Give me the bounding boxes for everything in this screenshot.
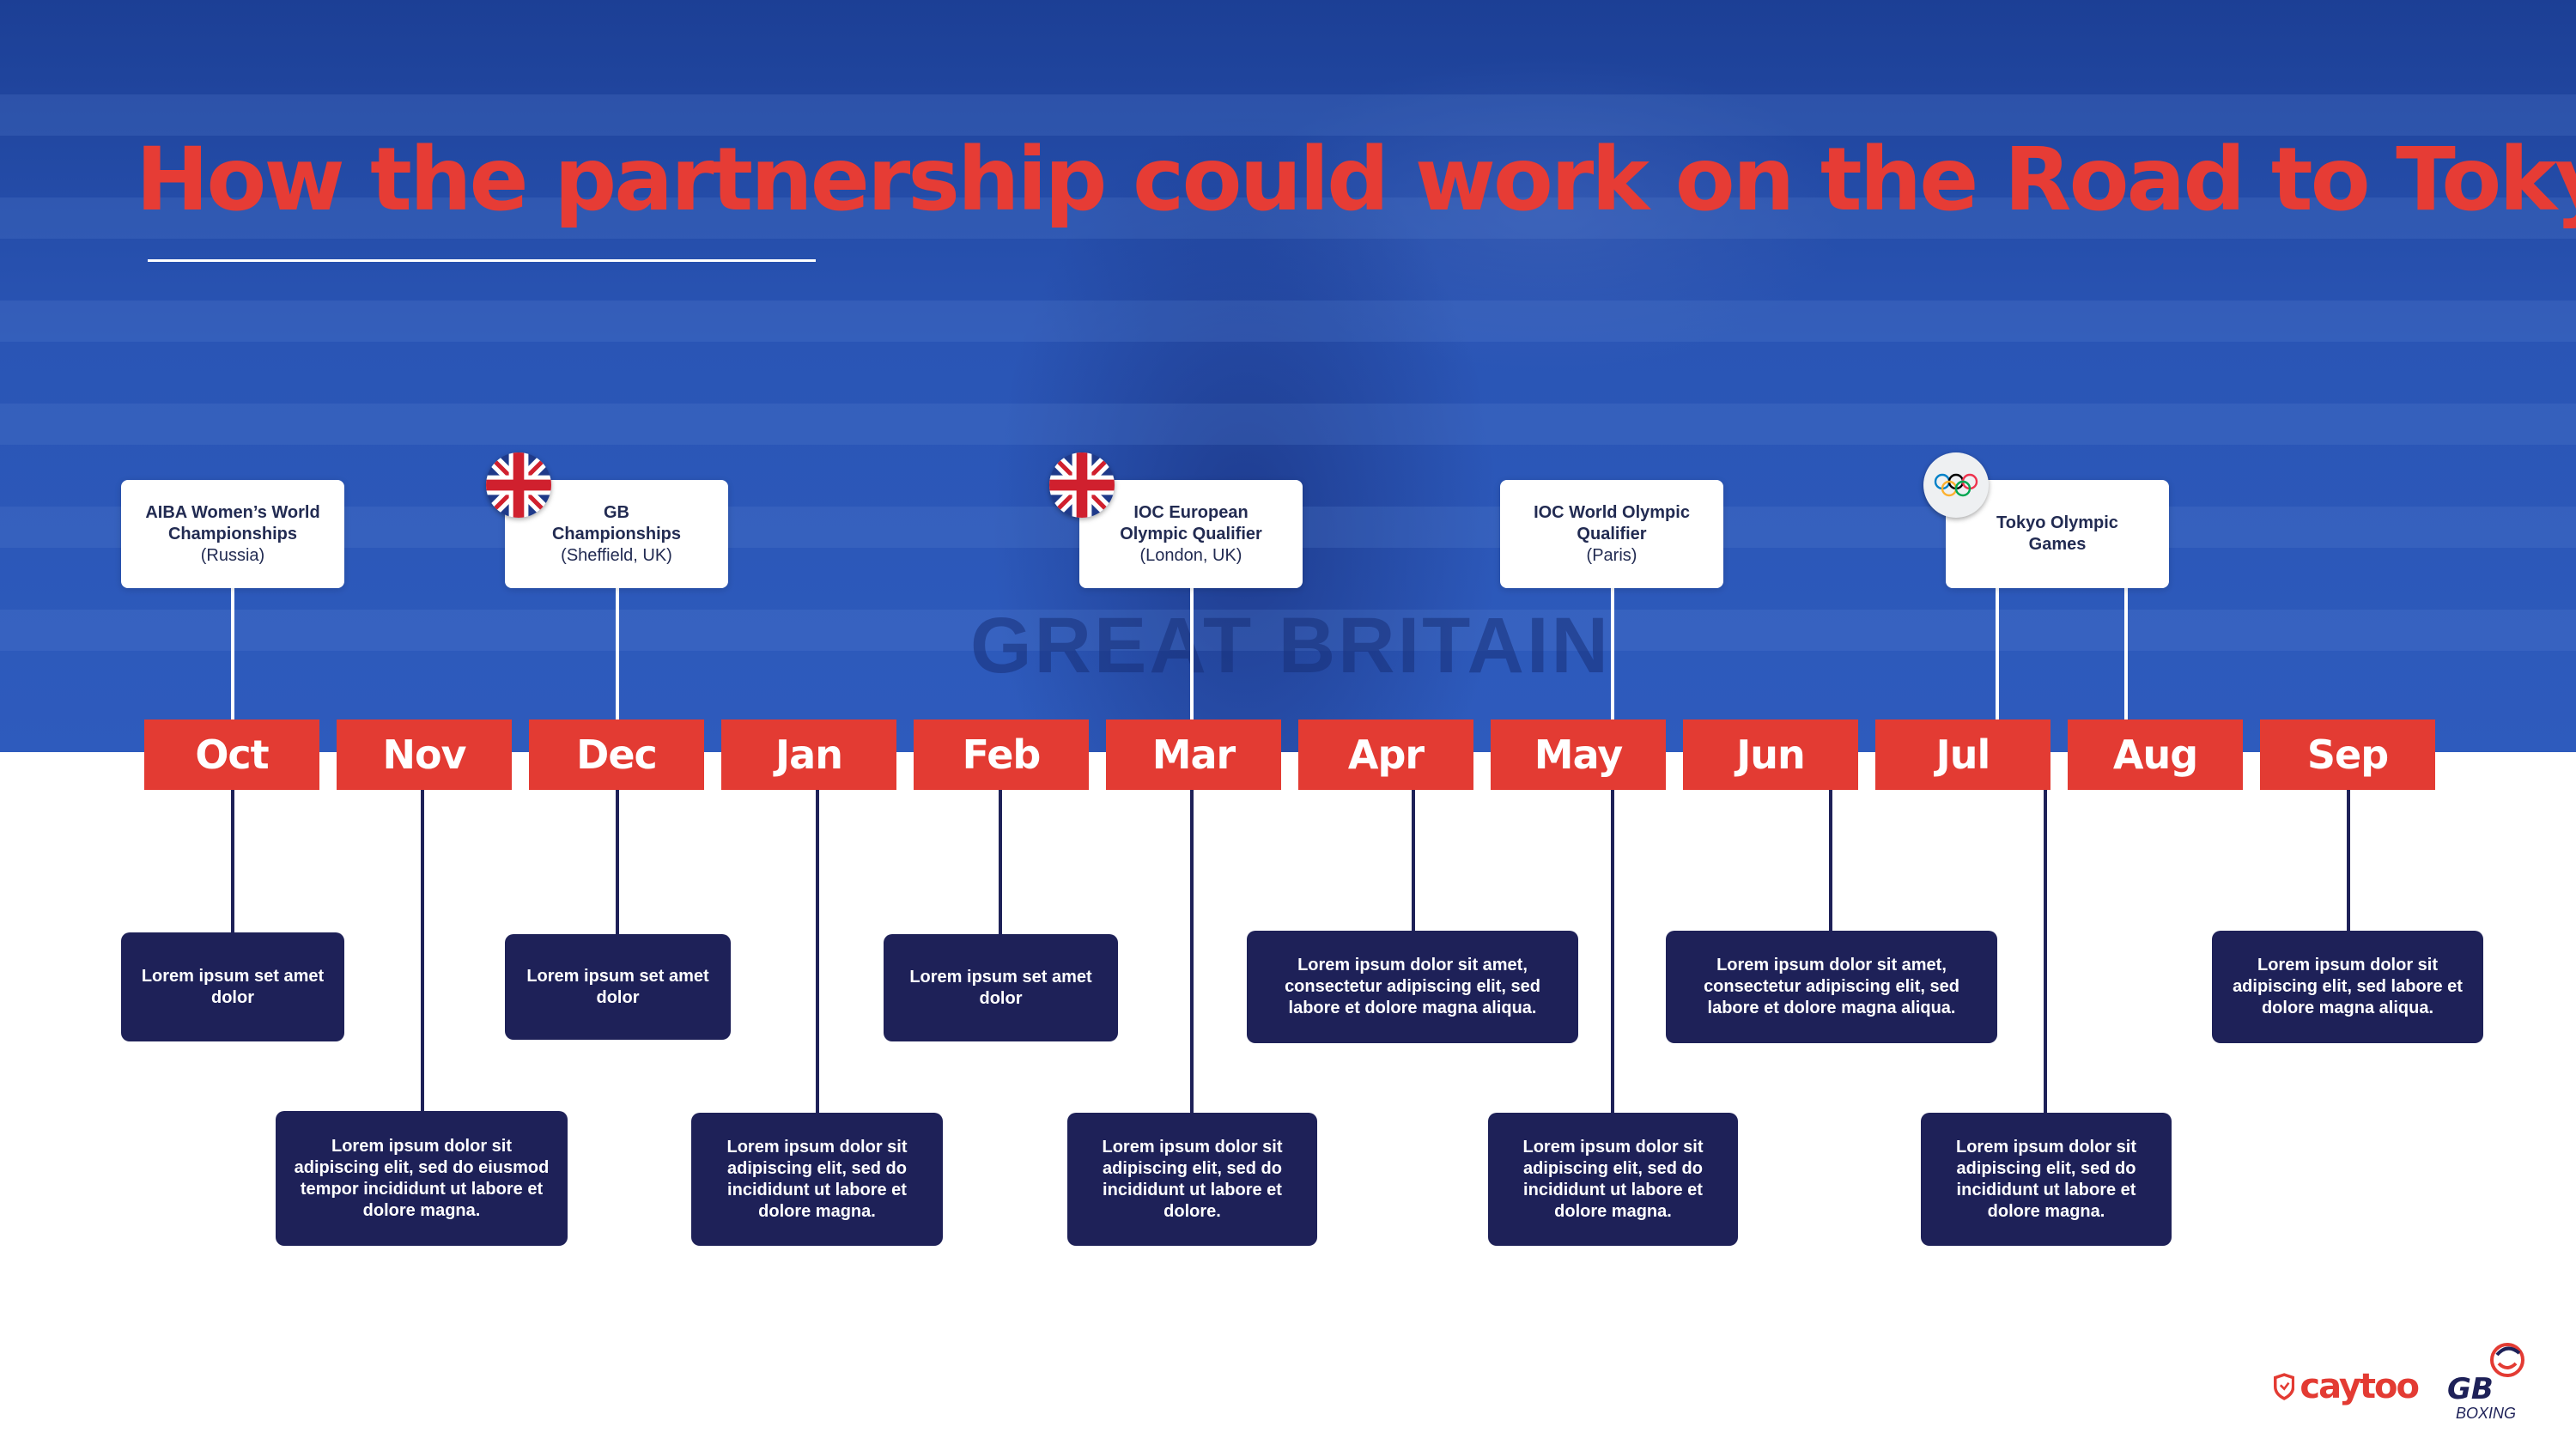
stand-stripe — [0, 610, 2576, 651]
note-box-sep: Lorem ipsum dolor sit adipiscing elit, s… — [2212, 931, 2483, 1043]
event-connector — [1190, 588, 1194, 719]
note-box-mar: Lorem ipsum dolor sit adipiscing elit, s… — [1067, 1113, 1317, 1246]
note-connector — [2044, 790, 2047, 1113]
stand-stripe — [0, 197, 2576, 239]
month-may: May — [1491, 719, 1666, 790]
event-card-ioc-european-olympic-qualifier: IOC European Olympic Qualifier(London, U… — [1079, 480, 1303, 588]
page-title: How the partnership could work on the Ro… — [136, 129, 2576, 231]
union-jack-icon — [1049, 452, 1115, 518]
note-connector — [816, 790, 819, 1113]
event-title: AIBA Women’s World Championships — [145, 502, 320, 543]
title-underline — [148, 259, 816, 262]
event-card-ioc-world-olympic-qualifier: IOC World Olympic Qualifier(Paris) — [1500, 480, 1723, 588]
note-box-may: Lorem ipsum dolor sit adipiscing elit, s… — [1488, 1113, 1738, 1246]
event-title: GB Championships — [551, 502, 681, 543]
note-box-apr: Lorem ipsum dolor sit amet, consectetur … — [1247, 931, 1578, 1043]
event-title: IOC European Olympic Qualifier — [1120, 502, 1262, 543]
event-connector — [1611, 588, 1614, 719]
month-sep: Sep — [2260, 719, 2435, 790]
month-apr: Apr — [1298, 719, 1473, 790]
stand-stripe — [0, 94, 2576, 136]
month-dec: Dec — [529, 719, 704, 790]
month-aug: Aug — [2068, 719, 2243, 790]
event-card-aiba-womens-world-championships: AIBA Women’s World Championships(Russia) — [121, 480, 344, 588]
note-box-jan: Lorem ipsum dolor sit adipiscing elit, s… — [691, 1113, 943, 1246]
note-box-nov: Lorem ipsum dolor sit adipiscing elit, s… — [276, 1111, 568, 1246]
note-connector — [1190, 790, 1194, 1113]
caytoo-wordmark: caytoo — [2300, 1367, 2420, 1406]
union-jack-icon — [486, 452, 551, 518]
gb-wordmark: GB — [2447, 1372, 2494, 1406]
month-jan: Jan — [721, 719, 896, 790]
month-mar: Mar — [1106, 719, 1281, 790]
event-location: (Russia) — [200, 545, 265, 565]
stand-stripe — [0, 404, 2576, 445]
note-connector — [999, 790, 1002, 934]
note-box-dec: Lorem ipsum set amet dolor — [505, 934, 731, 1040]
event-location: (London, UK) — [1139, 545, 1242, 565]
boxing-wordmark: BOXING — [2456, 1405, 2517, 1422]
note-connector — [421, 790, 424, 1113]
event-connector — [231, 588, 234, 719]
event-connector — [2124, 588, 2128, 719]
olympic-rings-icon — [1923, 452, 1989, 518]
note-connector — [231, 790, 234, 932]
note-connector — [1611, 790, 1614, 1113]
month-oct: Oct — [144, 719, 319, 790]
note-box-feb: Lorem ipsum set amet dolor — [884, 934, 1118, 1041]
shield-icon — [2274, 1373, 2295, 1400]
month-nov: Nov — [337, 719, 512, 790]
caytoo-logo: caytoo — [2274, 1365, 2420, 1408]
stand-stripe — [0, 301, 2576, 342]
note-connector — [1412, 790, 1415, 932]
month-jul: Jul — [1875, 719, 2050, 790]
month-feb: Feb — [914, 719, 1089, 790]
event-location: (Sheffield, UK) — [561, 545, 672, 565]
shirt-lettering: GREAT BRITAIN — [970, 602, 1611, 689]
event-title: IOC World Olympic Qualifier — [1534, 502, 1690, 543]
event-connector — [616, 588, 619, 719]
note-connector — [616, 790, 619, 934]
note-connector — [1829, 790, 1832, 932]
gb-boxing-logo: GB BOXING — [2447, 1338, 2542, 1432]
month-jun: Jun — [1683, 719, 1858, 790]
note-box-oct: Lorem ipsum set amet dolor — [121, 932, 344, 1041]
note-connector — [2347, 790, 2350, 932]
lion-icon — [2490, 1343, 2524, 1377]
note-box-jun: Lorem ipsum dolor sit amet, consectetur … — [1666, 931, 1997, 1043]
event-location: (Paris) — [1586, 545, 1637, 565]
hero-background: GREAT BRITAIN — [0, 0, 2576, 752]
event-connector — [1996, 588, 1999, 719]
note-box-jul: Lorem ipsum dolor sit adipiscing elit, s… — [1921, 1113, 2172, 1246]
event-title: Tokyo Olympic Games — [1996, 513, 2118, 554]
